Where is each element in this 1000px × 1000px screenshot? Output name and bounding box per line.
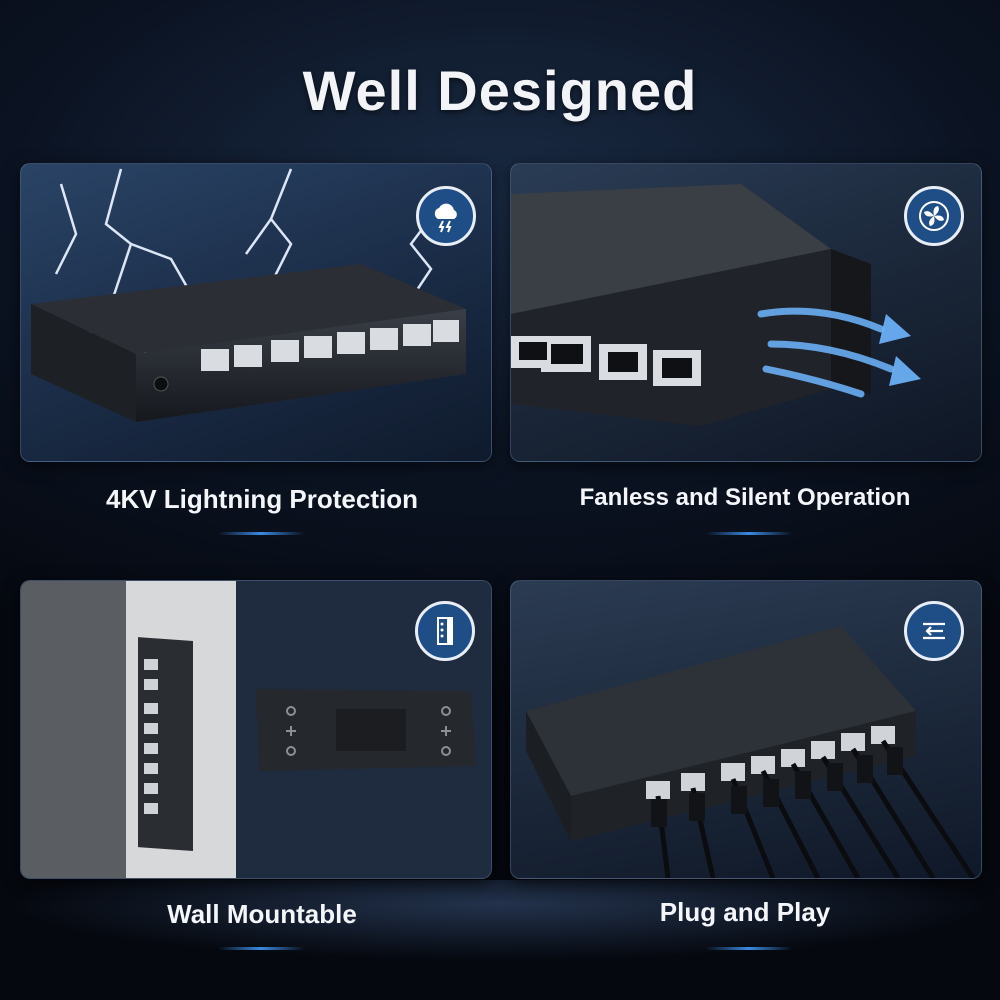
- feature-caption-lightning: 4KV Lightning Protection: [106, 484, 418, 514]
- floor-glow: [0, 880, 1000, 1000]
- caption-underline: [218, 947, 304, 950]
- fan-icon: [904, 186, 964, 246]
- fanless-switch-illustration: [511, 184, 921, 426]
- caption-underline: [218, 532, 304, 535]
- feature-caption-fanless: Fanless and Silent Operation: [579, 484, 911, 511]
- page-title: Well Designed: [302, 59, 698, 122]
- lightning-panel: [20, 163, 492, 462]
- plug-arrows-icon: [904, 601, 964, 661]
- wall-mount-illustration: [21, 581, 491, 878]
- feature-caption-wall-mount: Wall Mountable: [167, 899, 357, 929]
- fanless-panel: [510, 163, 982, 462]
- plug-and-play-illustration: [526, 626, 976, 878]
- plug-and-play-panel: [510, 580, 982, 879]
- lightning-switch-illustration: [31, 168, 466, 422]
- wall-mount-panel: [20, 580, 492, 879]
- wall-mount-icon: [415, 601, 475, 661]
- feature-caption-plug-and-play: Plug and Play: [659, 897, 831, 927]
- caption-underline: [706, 532, 792, 535]
- storm-cloud-icon: [416, 186, 476, 246]
- caption-underline: [706, 947, 792, 950]
